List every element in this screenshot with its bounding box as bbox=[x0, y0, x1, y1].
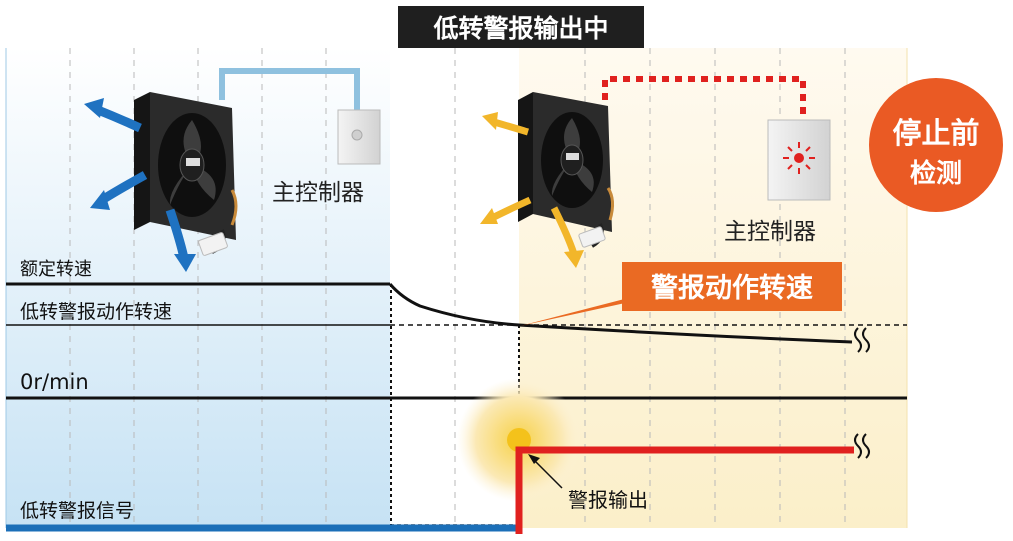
airflow-arrows-right bbox=[480, 112, 584, 268]
airflow-arrow-icon bbox=[480, 208, 498, 224]
low-alarm-speed-label: 低转警报动作转速 bbox=[20, 301, 172, 323]
line-break-icon bbox=[854, 327, 870, 353]
airflow-arrow-icon bbox=[550, 206, 578, 256]
cooling-fan-icon bbox=[518, 92, 615, 248]
airflow-arrows-left bbox=[84, 98, 196, 272]
detection-badge bbox=[869, 78, 1003, 212]
controller-right-label: 主控制器 bbox=[724, 219, 816, 245]
signal-red-line bbox=[515, 446, 854, 534]
alarm-output-pointer bbox=[531, 457, 563, 489]
airflow-arrow-icon bbox=[84, 98, 104, 118]
zero-speed-label: 0r/min bbox=[20, 370, 89, 394]
title-banner: 低转警报输出中 bbox=[432, 14, 608, 43]
airflow-arrow-icon bbox=[90, 190, 110, 210]
low-alarm-signal-label: 低转警报信号 bbox=[20, 500, 134, 522]
left-controller-wire bbox=[219, 68, 360, 110]
alarm-burst-icon bbox=[783, 142, 815, 174]
callout-box bbox=[622, 262, 842, 311]
pointer-arrow-icon bbox=[528, 454, 540, 464]
airflow-arrow-icon bbox=[482, 112, 498, 130]
rated-speed-label: 额定转速 bbox=[20, 259, 92, 280]
line-break-icon bbox=[854, 433, 870, 459]
badge-line1: 停止前 bbox=[892, 116, 979, 150]
alarm-output-label: 警报输出 bbox=[568, 488, 648, 512]
controller-left-label: 主控制器 bbox=[272, 180, 364, 206]
badge-line2: 检测 bbox=[910, 158, 962, 189]
alarm-dot bbox=[507, 428, 531, 452]
title-banner-bg bbox=[398, 6, 644, 48]
callout-alarm-speed: 警报动作转速 bbox=[651, 273, 813, 304]
right-controller-wire bbox=[602, 76, 806, 120]
speed-curve bbox=[388, 283, 853, 344]
airflow-arrow-icon bbox=[564, 250, 584, 268]
cooling-fan-icon bbox=[134, 92, 238, 256]
airflow-arrow-icon bbox=[96, 105, 142, 133]
controller-box-icon bbox=[337, 109, 381, 165]
airflow-arrow-icon bbox=[174, 254, 196, 272]
